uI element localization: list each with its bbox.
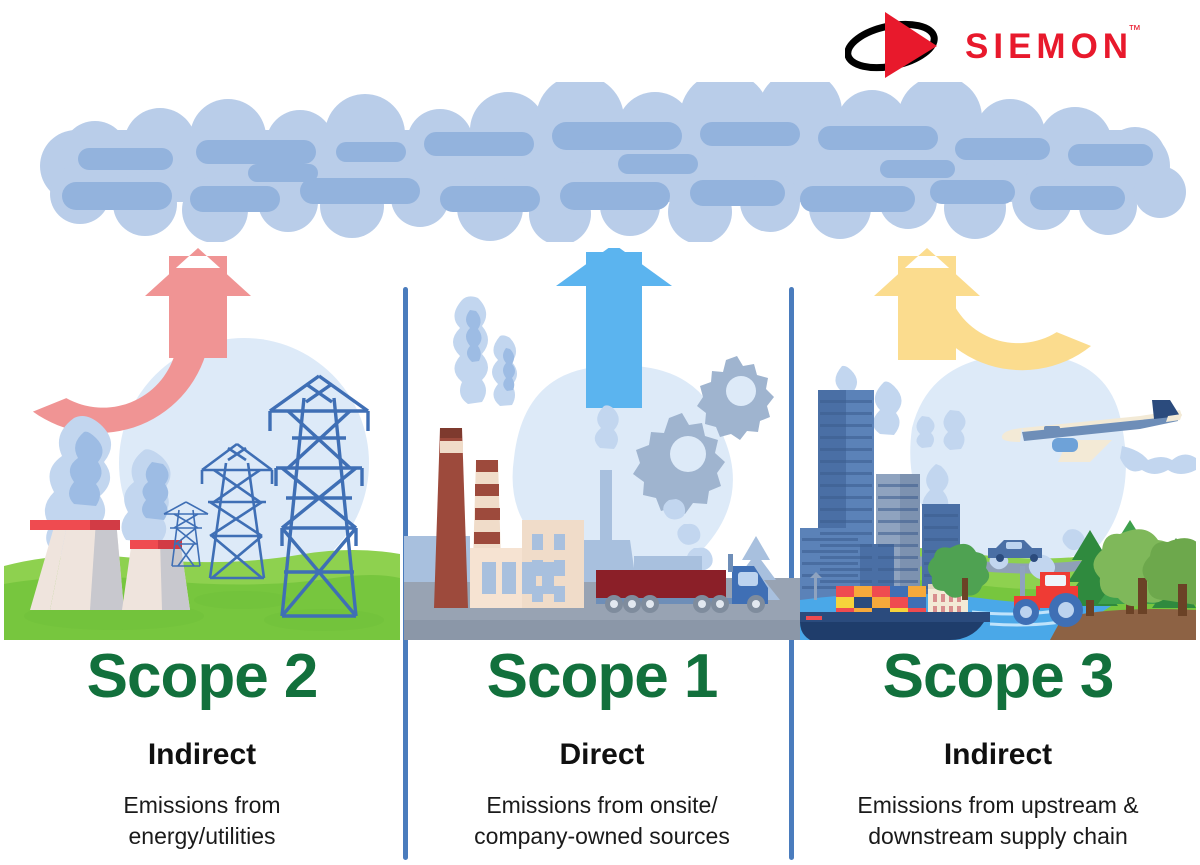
power-transmission-tower-medium	[200, 442, 274, 580]
scope-2-description: Emissions from energy/utilities	[4, 790, 400, 852]
scope-1-title: Scope 1	[486, 642, 719, 711]
smoke-puffs-icon	[835, 365, 1085, 580]
scene-scope-1	[404, 244, 800, 640]
scope-3-description: Emissions from upstream & downstream sup…	[800, 790, 1196, 852]
scope-3-description-line-2: downstream supply chain	[868, 823, 1128, 850]
city-skyline	[800, 390, 960, 602]
gear-large-icon	[633, 413, 725, 514]
panel-scope-2: Scope 2 Indirect Emissions from energy/u…	[4, 248, 400, 865]
panel-scope-3: Scope 3 Indirect Emissions from upstream…	[800, 248, 1200, 865]
red-triangle-icon	[885, 12, 937, 78]
pylon-shadow	[194, 591, 290, 609]
scope-3-kind: Indirect	[943, 738, 1053, 771]
scope1-illustration	[404, 244, 800, 640]
deciduous-trees-icon	[927, 529, 1200, 616]
sky-blob	[910, 353, 1126, 564]
scope3-illustration	[800, 248, 1200, 640]
power-transmission-tower-small	[163, 501, 209, 567]
dirt-path	[1050, 609, 1196, 640]
car-icon	[988, 540, 1042, 562]
scope-2-title: Scope 2	[86, 642, 319, 711]
scope-1-description-line-2: company-owned sources	[474, 823, 730, 850]
scope-2-description-line-2: energy/utilities	[128, 823, 276, 850]
tractor-icon	[1013, 566, 1083, 627]
scene-scope-2	[4, 248, 400, 640]
siemon-logo-svg: SIEMON ™	[844, 12, 1141, 78]
emissions-cloud-band	[0, 70, 1200, 245]
scope2-illustration	[4, 248, 400, 640]
scope-2-description-line-1: Emissions from	[123, 792, 281, 818]
paved-ground-shadow	[404, 620, 800, 640]
scope-1-kind: Direct	[559, 738, 645, 771]
panel-scope-1: Scope 1 Direct Emissions from onsite/ co…	[404, 244, 800, 865]
curved-arrow-up-icon	[874, 248, 1092, 371]
cloud-band-svg	[40, 70, 1186, 245]
airplane-icon	[1001, 400, 1196, 474]
smoke-wisp-icon	[453, 296, 713, 572]
trademark-symbol: ™	[1128, 22, 1141, 37]
factory-smokestack-tall	[434, 428, 468, 608]
semi-truck-icon	[596, 554, 768, 613]
siemon-logo: SIEMON ™	[844, 8, 1145, 80]
scope-1-description: Emissions from onsite/ company-owned sou…	[404, 790, 800, 852]
scope-3-description-line-1: Emissions from upstream &	[857, 792, 1139, 818]
power-transmission-tower-large	[268, 374, 370, 618]
cooling-tower-small	[122, 540, 190, 610]
factory-building	[470, 520, 584, 608]
straight-arrow-up-icon	[556, 244, 672, 408]
scope-3-title: Scope 3	[882, 642, 1115, 711]
cloud-inner-shading	[62, 122, 1153, 212]
cooling-tower-large	[30, 520, 124, 610]
cargo-ship-icon	[800, 572, 990, 640]
scope-1-description-line-1: Emissions from onsite/	[486, 792, 718, 818]
panel-divider-right	[789, 287, 794, 860]
scene-scope-3	[800, 248, 1200, 640]
gear-small-icon	[697, 356, 774, 440]
brand-wordmark: SIEMON	[965, 27, 1133, 66]
curved-arrow-up-icon	[32, 248, 251, 433]
scope-2-kind: Indirect	[147, 738, 257, 771]
